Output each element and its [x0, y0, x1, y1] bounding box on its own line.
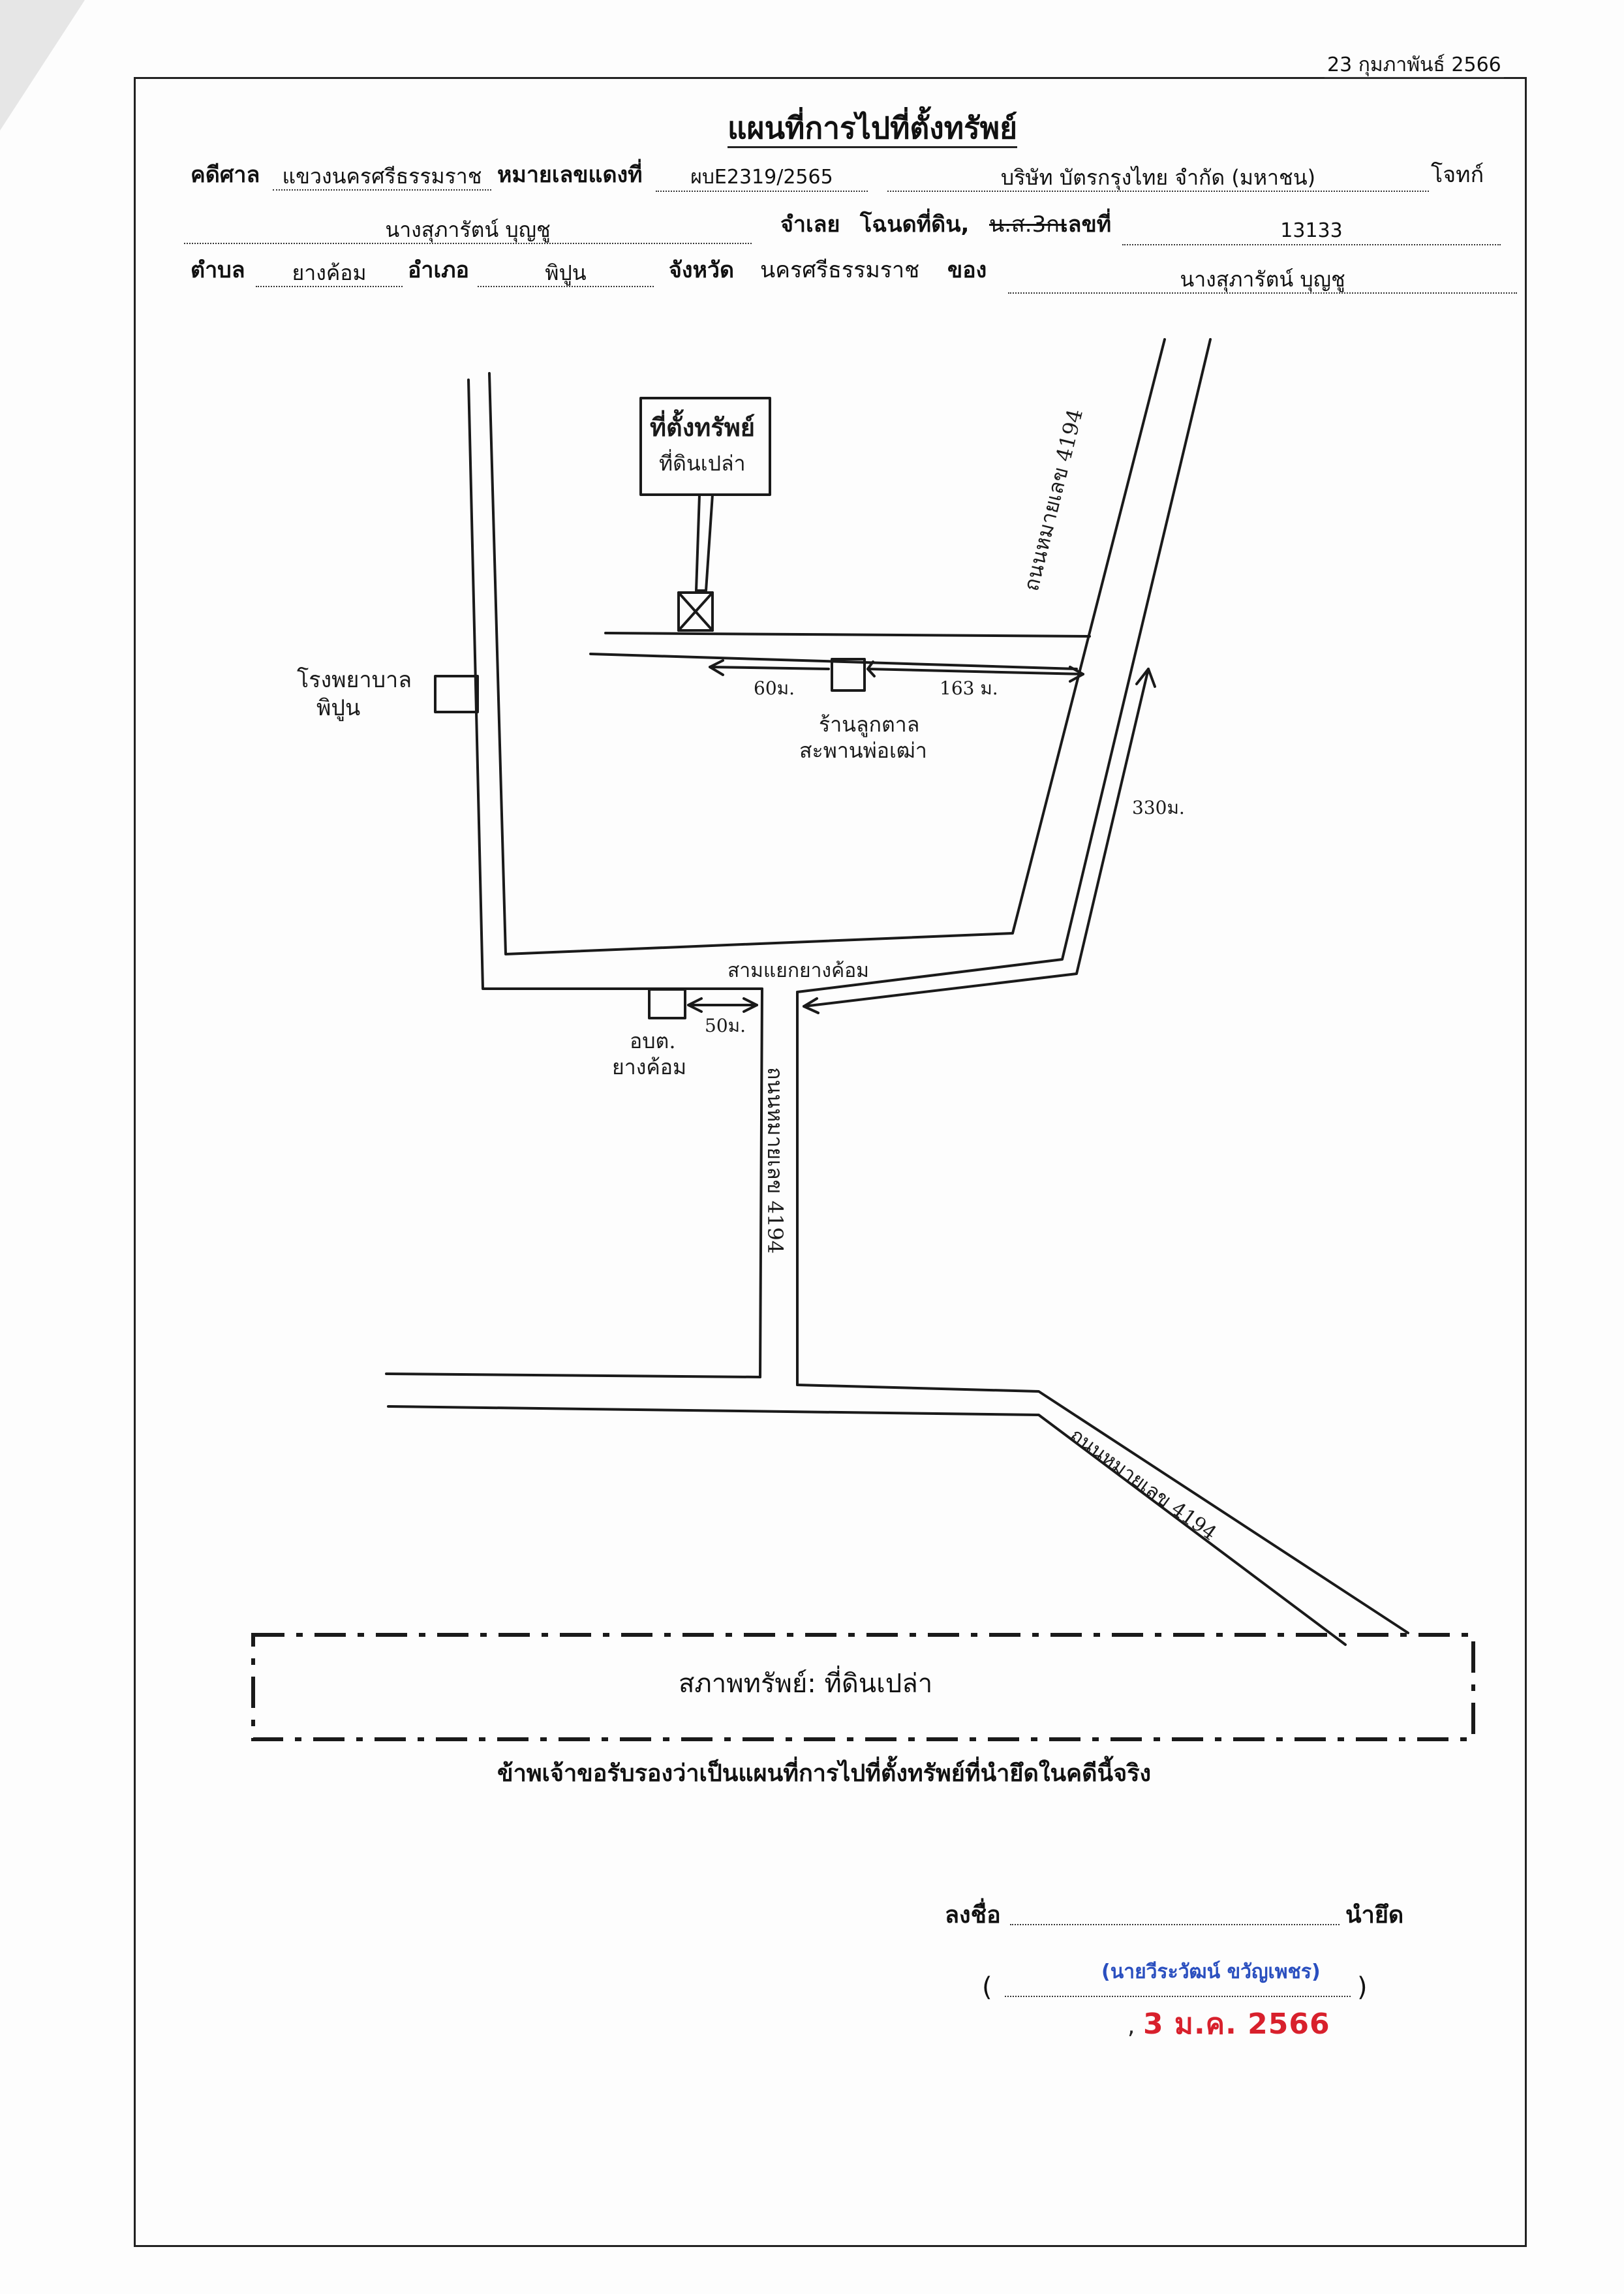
deed-number-value: 13133	[1122, 218, 1501, 245]
defendant-value: นางสุภารัตน์ บุญชู	[184, 217, 752, 244]
distance-50m: 50ม.	[705, 1015, 746, 1036]
certification-text: ข้าพเจ้าขอรับรองว่าเป็นแผนที่การไปที่ตั้…	[497, 1760, 1152, 1787]
property-label-line1: ที่ตั้งทรัพย์	[650, 412, 756, 442]
date-stamp: 3 ม.ค. 2566	[1143, 2007, 1330, 2041]
date-comma: ,	[1127, 2013, 1135, 2039]
paren-close: )	[1357, 1972, 1368, 2002]
road-southeast-upper	[796, 1384, 1409, 1634]
court-value: แขวงนครศรีธรรมราช	[273, 163, 491, 191]
hospital-label-line1: โรงพยาบาล	[297, 667, 412, 693]
province-label: จังหวัด	[669, 257, 735, 283]
document-frame	[134, 77, 1527, 2247]
property-label-line2: ที่ดินเปล่า	[659, 451, 746, 476]
tambon-office-line2: ยางค้อม	[612, 1055, 687, 1079]
document-title: แผนที่การไปที่ตั้งทรัพย์	[728, 110, 1018, 148]
shop-label-line2: สะพานพ่อเฒ่า	[799, 738, 927, 763]
deed-number-label: เลขที่	[1060, 211, 1112, 238]
document-date: 23 กุมภาพันธ์ 2566	[1325, 54, 1504, 78]
road-bottom-top	[385, 1372, 761, 1378]
district-label: อำเภอ	[408, 257, 469, 283]
branch-road-bottom	[589, 653, 1078, 670]
subdistrict-label: ตำบล	[191, 257, 245, 283]
road-northeast-outer	[796, 338, 1212, 993]
district-value: พิปูน	[478, 260, 654, 287]
shop-marker	[831, 658, 866, 692]
road-bottom-lower	[387, 1405, 1347, 1646]
owner-value: นางสุภารัตน์ บุญชู	[1008, 266, 1517, 294]
branch-road-top	[604, 632, 1091, 638]
shop-label-line1: ร้านลูกตาล	[819, 712, 920, 737]
property-condition: สภาพทรัพย์: ที่ดินเปล่า	[679, 1669, 933, 1699]
case-number-value: ผบE2319/2565	[656, 164, 868, 192]
road-south-left	[759, 987, 763, 1378]
property-label-box	[639, 397, 771, 496]
sign-label: ลงชื่อ	[945, 1902, 1001, 1929]
folded-corner	[0, 0, 85, 131]
province-value: นครศรีธรรมราช	[760, 257, 920, 283]
name-line	[1005, 1996, 1351, 1997]
paren-open: (	[982, 1972, 992, 2002]
road-label-south: ถนนหมายเลข 4194	[763, 1067, 788, 1254]
distance-163m: 163 ม.	[940, 677, 998, 699]
intersection-label: สามแยกยางค้อม	[728, 959, 869, 982]
seizer-label: นำยึด	[1345, 1902, 1404, 1929]
property-pointer	[695, 493, 714, 592]
signature-line	[1010, 1924, 1340, 1925]
property-marker	[677, 591, 714, 632]
owner-label: ของ	[947, 257, 987, 283]
plaintiff-label: โจทก์	[1431, 162, 1484, 188]
tambon-office-line1: อบต.	[630, 1029, 676, 1053]
route-arrow	[803, 668, 1150, 1008]
case-number-label: หมายเลขแดงที่	[497, 162, 643, 188]
deed-label: โฉนดที่ดิน,	[860, 211, 970, 238]
tambon-office-marker	[648, 988, 686, 1019]
distance-330m: 330ม.	[1132, 797, 1185, 818]
deed-type: น.ส.3ก.	[989, 211, 1067, 238]
subdistrict-value: ยางค้อม	[256, 260, 403, 287]
distance-60m: 60ม.	[754, 677, 795, 699]
hospital-marker	[434, 675, 479, 713]
court-label: คดีศาล	[191, 162, 260, 188]
plaintiff-value: บริษัท บัตรกรุงไทย จำกัด (มหาชน)	[887, 164, 1429, 192]
hospital-label-line2: พิปูน	[316, 695, 361, 721]
condition-box	[251, 1633, 1475, 1741]
signer-name-stamp: (นายวีระวัฒน์ ขวัญเพชร)	[1101, 1961, 1321, 1983]
defendant-label: จำเลย	[780, 211, 840, 238]
